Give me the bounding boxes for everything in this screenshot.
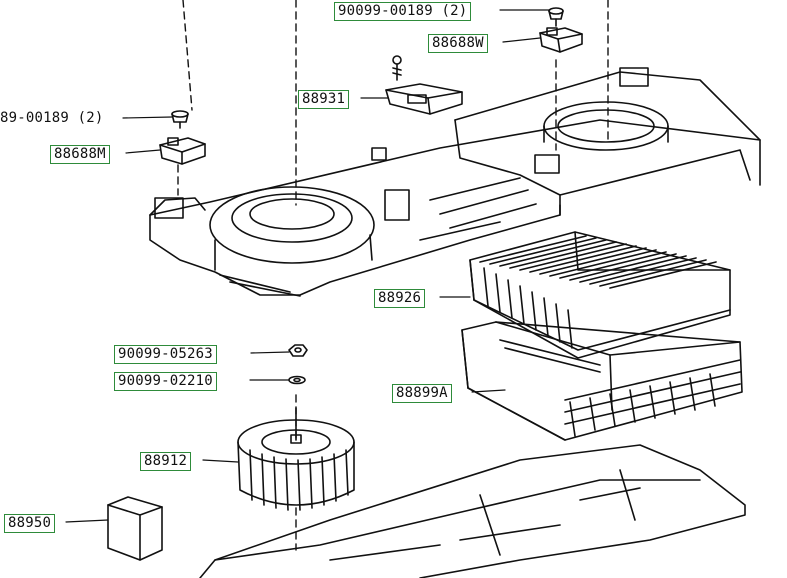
servo-motor-right	[539, 27, 583, 53]
label-clip-qty-left: 89-00189 (2)	[0, 110, 104, 126]
label-washer: 90099-02210	[114, 372, 217, 391]
leader-lines	[65, 9, 551, 523]
label-filter-element: 88926	[374, 289, 426, 308]
screw-and-bracket	[385, 55, 463, 115]
blower-fan	[237, 407, 355, 511]
label-resistor: 88950	[4, 514, 56, 533]
label-screw: 88931	[298, 90, 350, 109]
clip-part-right	[548, 7, 564, 27]
filter-case	[461, 321, 743, 441]
label-nut: 90099-05263	[114, 345, 217, 364]
servo-motor-left	[159, 137, 206, 165]
air-filter-element	[469, 231, 731, 359]
label-blower-fan: 88912	[140, 452, 192, 471]
label-filter-case: 88899A	[392, 384, 452, 403]
label-clip-qty-top: 90099-00189 (2)	[334, 2, 472, 21]
lower-housing	[199, 444, 746, 578]
label-servo-right: 88688W	[428, 34, 488, 53]
alignment-lines	[177, 0, 609, 551]
nut-and-washer	[288, 344, 308, 385]
clip-part-left	[171, 110, 189, 129]
upper-housing	[149, 67, 761, 297]
label-servo-left: 88688M	[50, 145, 110, 164]
resistor-module	[107, 496, 163, 561]
